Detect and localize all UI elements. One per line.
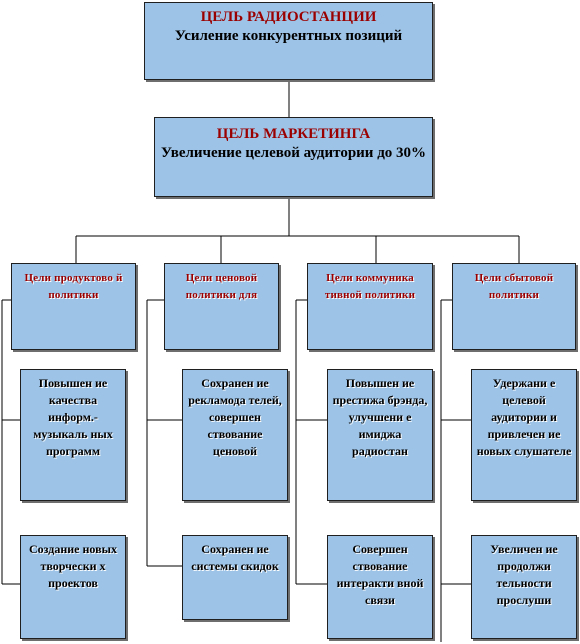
product-policy-item-1-text: Повышен ие качества информ.-музыкаль ных… [33, 376, 113, 458]
station-goal-text: Усиление конкурентных позиций [174, 28, 403, 44]
communication-policy-goals-box: Цели коммуника тивной политики [307, 263, 433, 350]
communication-policy-item-2-text: Совершен ствование интеракти вной связи [336, 542, 424, 607]
marketing-goal-title: ЦЕЛЬ МАРКЕТИНГА [216, 126, 371, 142]
sales-policy-goals-box: Цели сбытовой политики [452, 263, 576, 350]
sales-policy-item-2: Увеличен ие продолжи тельности прослуши [471, 535, 577, 639]
communication-policy-item-1-text: Повышен ие престижа брэнда, улучшени е и… [332, 376, 428, 458]
price-policy-item-1: Сохранен ие рекламода телей, совершен ст… [182, 369, 288, 501]
price-policy-goals-box: Цели ценовой политики для [164, 263, 279, 350]
communication-policy-goals-title: Цели коммуника тивной политики [324, 272, 416, 301]
product-policy-goals-title: Цели продуктово й политики [24, 272, 123, 301]
communication-policy-item-2: Совершен ствование интеракти вной связи [327, 535, 433, 639]
price-policy-item-2-text: Сохранен ие системы скидок [191, 542, 279, 573]
sales-policy-item-1-text: Удержани е целевой аудитории и привлечен… [476, 376, 572, 458]
sales-policy-goals-title: Цели сбытовой политики [474, 272, 554, 301]
product-policy-item-2-text: Создание новых творчески х проектов [29, 542, 117, 590]
marketing-goal-text: Увеличение целевой аудитории до 30% [160, 145, 427, 161]
product-policy-goals-box: Цели продуктово й политики [11, 263, 136, 350]
product-policy-item-2: Создание новых творчески х проектов [20, 535, 126, 639]
sales-policy-item-2-text: Увеличен ие продолжи тельности прослуши [490, 542, 558, 607]
product-policy-item-1: Повышен ие качества информ.-музыкаль ных… [20, 369, 126, 501]
communication-policy-item-1: Повышен ие престижа брэнда, улучшени е и… [327, 369, 433, 501]
marketing-goal-box: ЦЕЛЬ МАРКЕТИНГА Увеличение целевой аудит… [154, 117, 433, 197]
price-policy-item-1-text: Сохранен ие рекламода телей, совершен ст… [188, 376, 282, 458]
station-goal-box: ЦЕЛЬ РАДИОСТАНЦИИ Усиление конкурентных … [144, 2, 433, 80]
price-policy-goals-title: Цели ценовой политики для [185, 272, 258, 301]
sales-policy-item-1: Удержани е целевой аудитории и привлечен… [471, 369, 577, 501]
price-policy-item-2: Сохранен ие системы скидок [182, 535, 288, 620]
station-goal-title: ЦЕЛЬ РАДИОСТАНЦИИ [200, 9, 377, 25]
